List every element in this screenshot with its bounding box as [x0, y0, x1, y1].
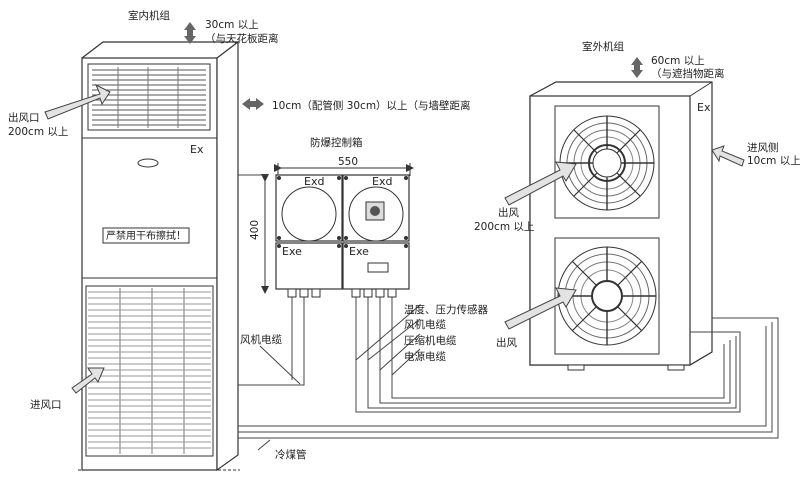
- cable-routing: [238, 174, 779, 451]
- outdoor-top-clearance-arrow: [631, 57, 643, 78]
- outdoor-inlet-clearance: 10cm 以上: [747, 155, 800, 167]
- indoor-top-grille: [92, 67, 206, 128]
- control-box-width-dimension: [274, 163, 414, 176]
- control-box-height: 400: [249, 220, 261, 240]
- outdoor-outlet-arrow-bottom: [504, 287, 577, 330]
- outdoor-outlet-bottom-label: 出风: [496, 336, 517, 349]
- indoor-top-clearance-note: （与天花板距离: [205, 32, 279, 45]
- fan-cable-left-label: 风机电缆: [240, 333, 282, 346]
- outdoor-outlet-top-label: 出风: [498, 206, 519, 219]
- exd-right-label: Exd: [372, 175, 392, 188]
- indoor-side-clearance-arrow: [242, 98, 264, 110]
- outdoor-fan-bottom: [557, 246, 657, 346]
- indoor-unit-title: 室内机组: [128, 9, 170, 22]
- outdoor-unit-title: 室外机组: [582, 40, 624, 53]
- control-box: [275, 174, 410, 298]
- indoor-outlet-clearance: 200cm 以上: [8, 126, 68, 138]
- indoor-outlet-label: 出风口: [8, 111, 40, 124]
- indoor-top-clearance-arrow: [184, 22, 196, 44]
- indoor-side-clearance: 10cm（配管侧 30cm）以上（与墙壁距离: [272, 99, 471, 112]
- outdoor-inlet-arrow: [711, 145, 745, 167]
- indoor-top-clearance: 30cm 以上: [205, 19, 259, 31]
- indoor-ex-mark: Ex: [190, 143, 204, 156]
- indoor-bottom-grille: [88, 288, 211, 454]
- exe-left-label: Exe: [282, 245, 302, 258]
- outdoor-unit: [529, 81, 713, 371]
- outdoor-top-clearance: 60cm 以上: [651, 55, 705, 67]
- outdoor-outlet-arrow-top: [504, 161, 577, 206]
- exd-left-label: Exd: [304, 175, 324, 188]
- outdoor-ex-mark: Ex: [697, 101, 711, 114]
- control-box-width: 550: [338, 156, 358, 168]
- indoor-inlet-label: 进风口: [30, 399, 62, 411]
- fan-cable-label: 风机电缆: [404, 318, 446, 331]
- outdoor-top-clearance-note: （与遮挡物距离: [651, 67, 725, 80]
- exe-right-label: Exe: [349, 245, 369, 258]
- outdoor-fan-top: [559, 115, 655, 211]
- outdoor-inlet-side: 进风侧: [747, 141, 779, 154]
- sensor-cable-label: 温度、压力传感器: [404, 303, 488, 316]
- brand-logo: [137, 158, 159, 168]
- compressor-cable-label: 压缩机电缆: [404, 334, 457, 347]
- power-cable-label: 电源电缆: [404, 350, 446, 363]
- outdoor-outlet-top-clearance: 200cm 以上: [474, 221, 534, 233]
- indoor-unit: 严禁用干布擦拭！ Ex: [78, 40, 240, 472]
- warning-plate: [102, 227, 190, 244]
- refrigerant-pipe-label: 冷煤管: [275, 448, 307, 461]
- control-box-title: 防爆控制箱: [310, 136, 363, 149]
- warning-text: 严禁用干布擦拭！: [106, 229, 186, 242]
- indoor-outlet-arrow: [44, 83, 111, 120]
- indoor-inlet-arrow: [71, 367, 105, 394]
